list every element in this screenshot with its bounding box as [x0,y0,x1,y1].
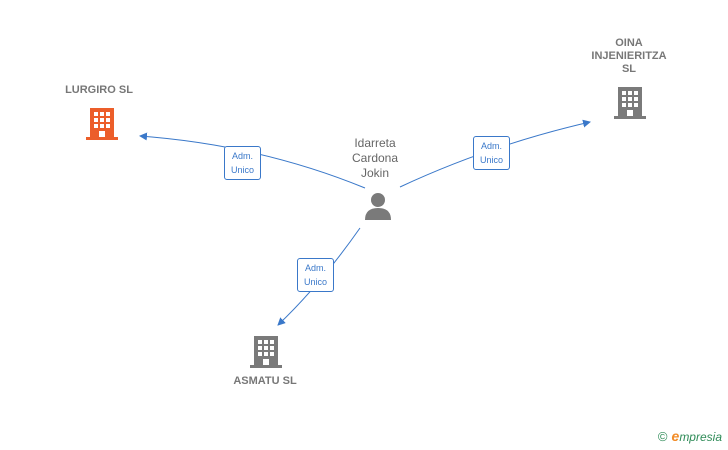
company-label-asmatu[interactable]: ASMATU SL [233,375,297,387]
person-icon[interactable] [363,191,393,221]
edge-label-oina-line1: Adm. [481,141,503,151]
edge-label-lurgiro: Adm. Unico [224,146,262,180]
edge-label-asmatu: Adm. Unico [297,258,335,292]
edge-label-oina-line2: Unico [480,155,504,165]
brand-name: mpresia [679,430,722,444]
brand-initial: e [671,428,680,444]
edge-label-asmatu-line1: Adm. [305,263,327,273]
copyright-symbol: © [657,429,668,444]
person-name-line1: Idarreta [354,136,396,150]
building-icon[interactable] [86,106,118,140]
person-name-line3: Jokin [360,166,389,180]
edge-label-asmatu-line2: Unico [304,277,328,287]
company-label-lurgiro[interactable]: LURGIRO SL [65,84,133,96]
edge-label-oina: Adm. Unico [473,136,511,170]
edge-label-lurgiro-line2: Unico [231,165,255,175]
company-label-oina-line3: SL [621,63,637,75]
edge-label-lurgiro-line1: Adm. [232,151,254,161]
building-icon[interactable] [614,85,646,119]
brand-logo: ©empresia [658,428,722,444]
person-name[interactable]: Idarreta Cardona Jokin [325,136,425,181]
company-label-oina[interactable]: OINA INJENIERITZA SL [570,37,688,76]
company-label-oina-line2: INJENIERITZA [591,50,667,62]
building-icon[interactable] [250,334,282,368]
company-label-oina-line1: OINA [615,37,643,49]
person-name-line2: Cardona [351,151,399,165]
